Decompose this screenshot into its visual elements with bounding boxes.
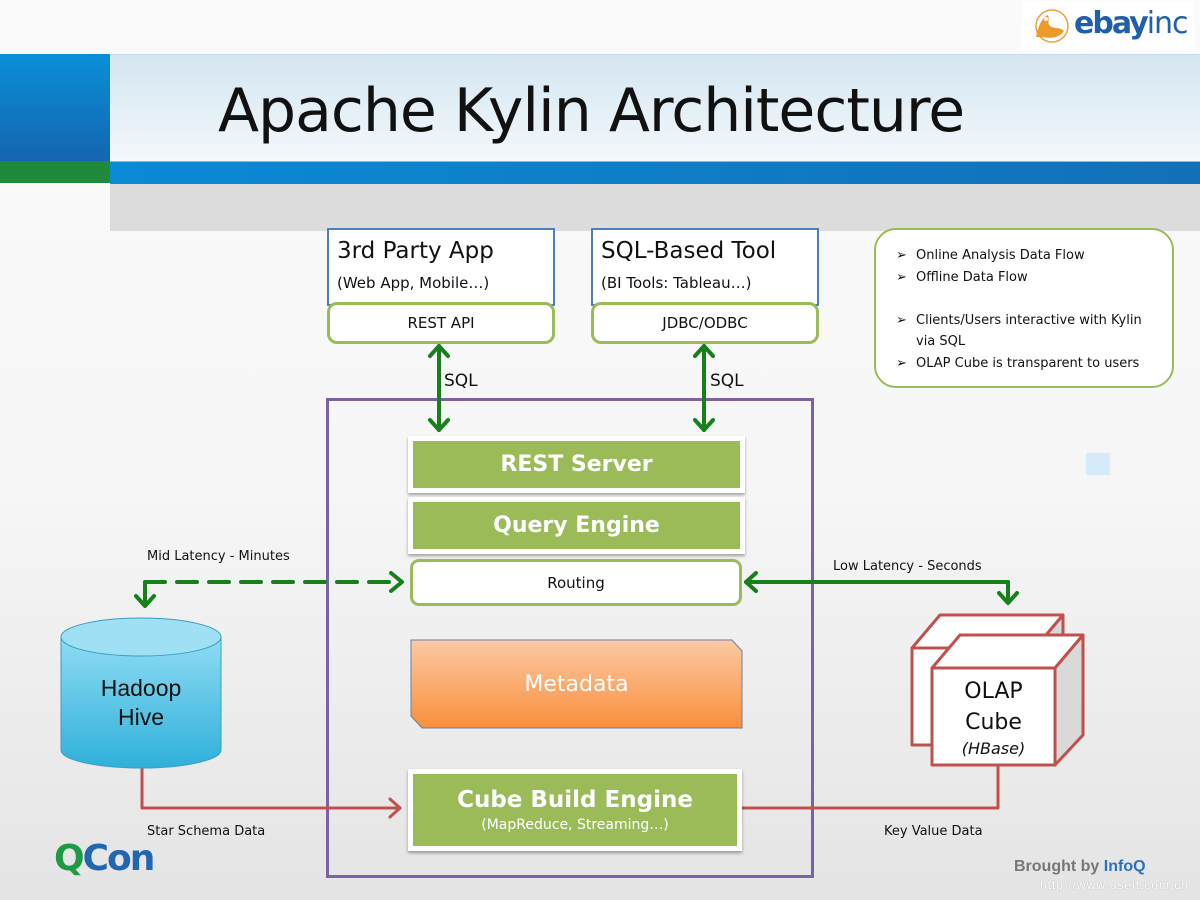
key-value-label: Key Value Data [884, 824, 983, 839]
watermark-url: http://www.useit.com.cn [1040, 878, 1190, 892]
legend-item: via SQL [916, 334, 966, 349]
legend-item: ➢Clients/Users interactive with Kylin [896, 313, 1142, 328]
header-blue-band [110, 161, 1200, 184]
hive-line1: Hadoop [100, 675, 182, 701]
cube-build-engine-subtitle: (MapReduce, Streaming…) [481, 817, 669, 833]
header-blue-square [0, 54, 110, 161]
ebay-logo-text: ebayinc [1074, 6, 1189, 41]
header-title-band [110, 54, 1200, 162]
jdbc-odbc-box: JDBC/ODBC [591, 302, 819, 344]
hadoop-hive-label: Hadoop Hive [61, 674, 221, 732]
client-title: 3rd Party App [337, 238, 494, 264]
hive-line2: Hive [117, 704, 164, 730]
metadata-shape [410, 639, 743, 729]
legend-item: ➢Online Analysis Data Flow [896, 248, 1085, 263]
logo-suffix: inc [1146, 6, 1189, 41]
client-title: SQL-Based Tool [601, 238, 777, 264]
mid-latency-label: Mid Latency - Minutes [147, 549, 290, 564]
star-schema-label: Star Schema Data [147, 824, 266, 839]
legend-box: ➢Online Analysis Data Flow ➢Offline Data… [874, 228, 1174, 388]
cube-build-engine-block: Cube Build Engine (MapReduce, Streaming…… [408, 769, 742, 851]
olap-cube-front [930, 633, 1085, 767]
ebay-dragon-logo-icon [1035, 9, 1069, 43]
sql-label-left: SQL [444, 371, 478, 391]
legend-item: ➢OLAP Cube is transparent to users [896, 356, 1140, 371]
olap-cube-label: OLAP Cube (HBase) [932, 676, 1055, 760]
page-title: Apache Kylin Architecture [218, 76, 965, 146]
low-latency-arrow [744, 571, 1019, 605]
star-schema-arrow [140, 763, 402, 819]
cube-line1: OLAP [964, 679, 1023, 704]
query-engine-block: Query Engine [408, 497, 745, 554]
third-party-app-box: 3rd Party App (Web App, Mobile…) [327, 228, 555, 306]
hadoop-hive-cylinder [60, 617, 222, 769]
logo-brand: ebay [1074, 6, 1149, 41]
qcon-logo: QCon [54, 838, 155, 879]
key-value-arrow [742, 762, 1000, 810]
decorative-square [1086, 453, 1110, 475]
rest-api-box: REST API [327, 302, 555, 344]
cube-line2: Cube [965, 710, 1022, 735]
header-green-strip [0, 161, 110, 183]
metadata-label: Metadata [524, 671, 629, 697]
sql-arrow-left [428, 344, 450, 432]
sql-based-tool-box: SQL-Based Tool (BI Tools: Tableau…) [591, 228, 819, 306]
cube-line3: (HBase) [961, 739, 1026, 758]
sql-arrow-right [693, 344, 715, 432]
kylin-frame [326, 398, 814, 878]
cube-build-engine-title: Cube Build Engine [457, 787, 693, 813]
routing-block: Routing [410, 559, 742, 606]
mid-latency-arrow [134, 571, 404, 608]
header-gray-band [110, 184, 1200, 231]
rest-server-block: REST Server [408, 436, 745, 493]
sql-label-right: SQL [710, 371, 744, 391]
client-subtitle: (Web App, Mobile…) [337, 274, 490, 292]
legend-item: ➢Offline Data Flow [896, 270, 1028, 285]
brought-by-infoq: Brought by InfoQ [1014, 858, 1146, 875]
client-subtitle: (BI Tools: Tableau…) [601, 274, 752, 292]
low-latency-label: Low Latency - Seconds [833, 559, 982, 574]
